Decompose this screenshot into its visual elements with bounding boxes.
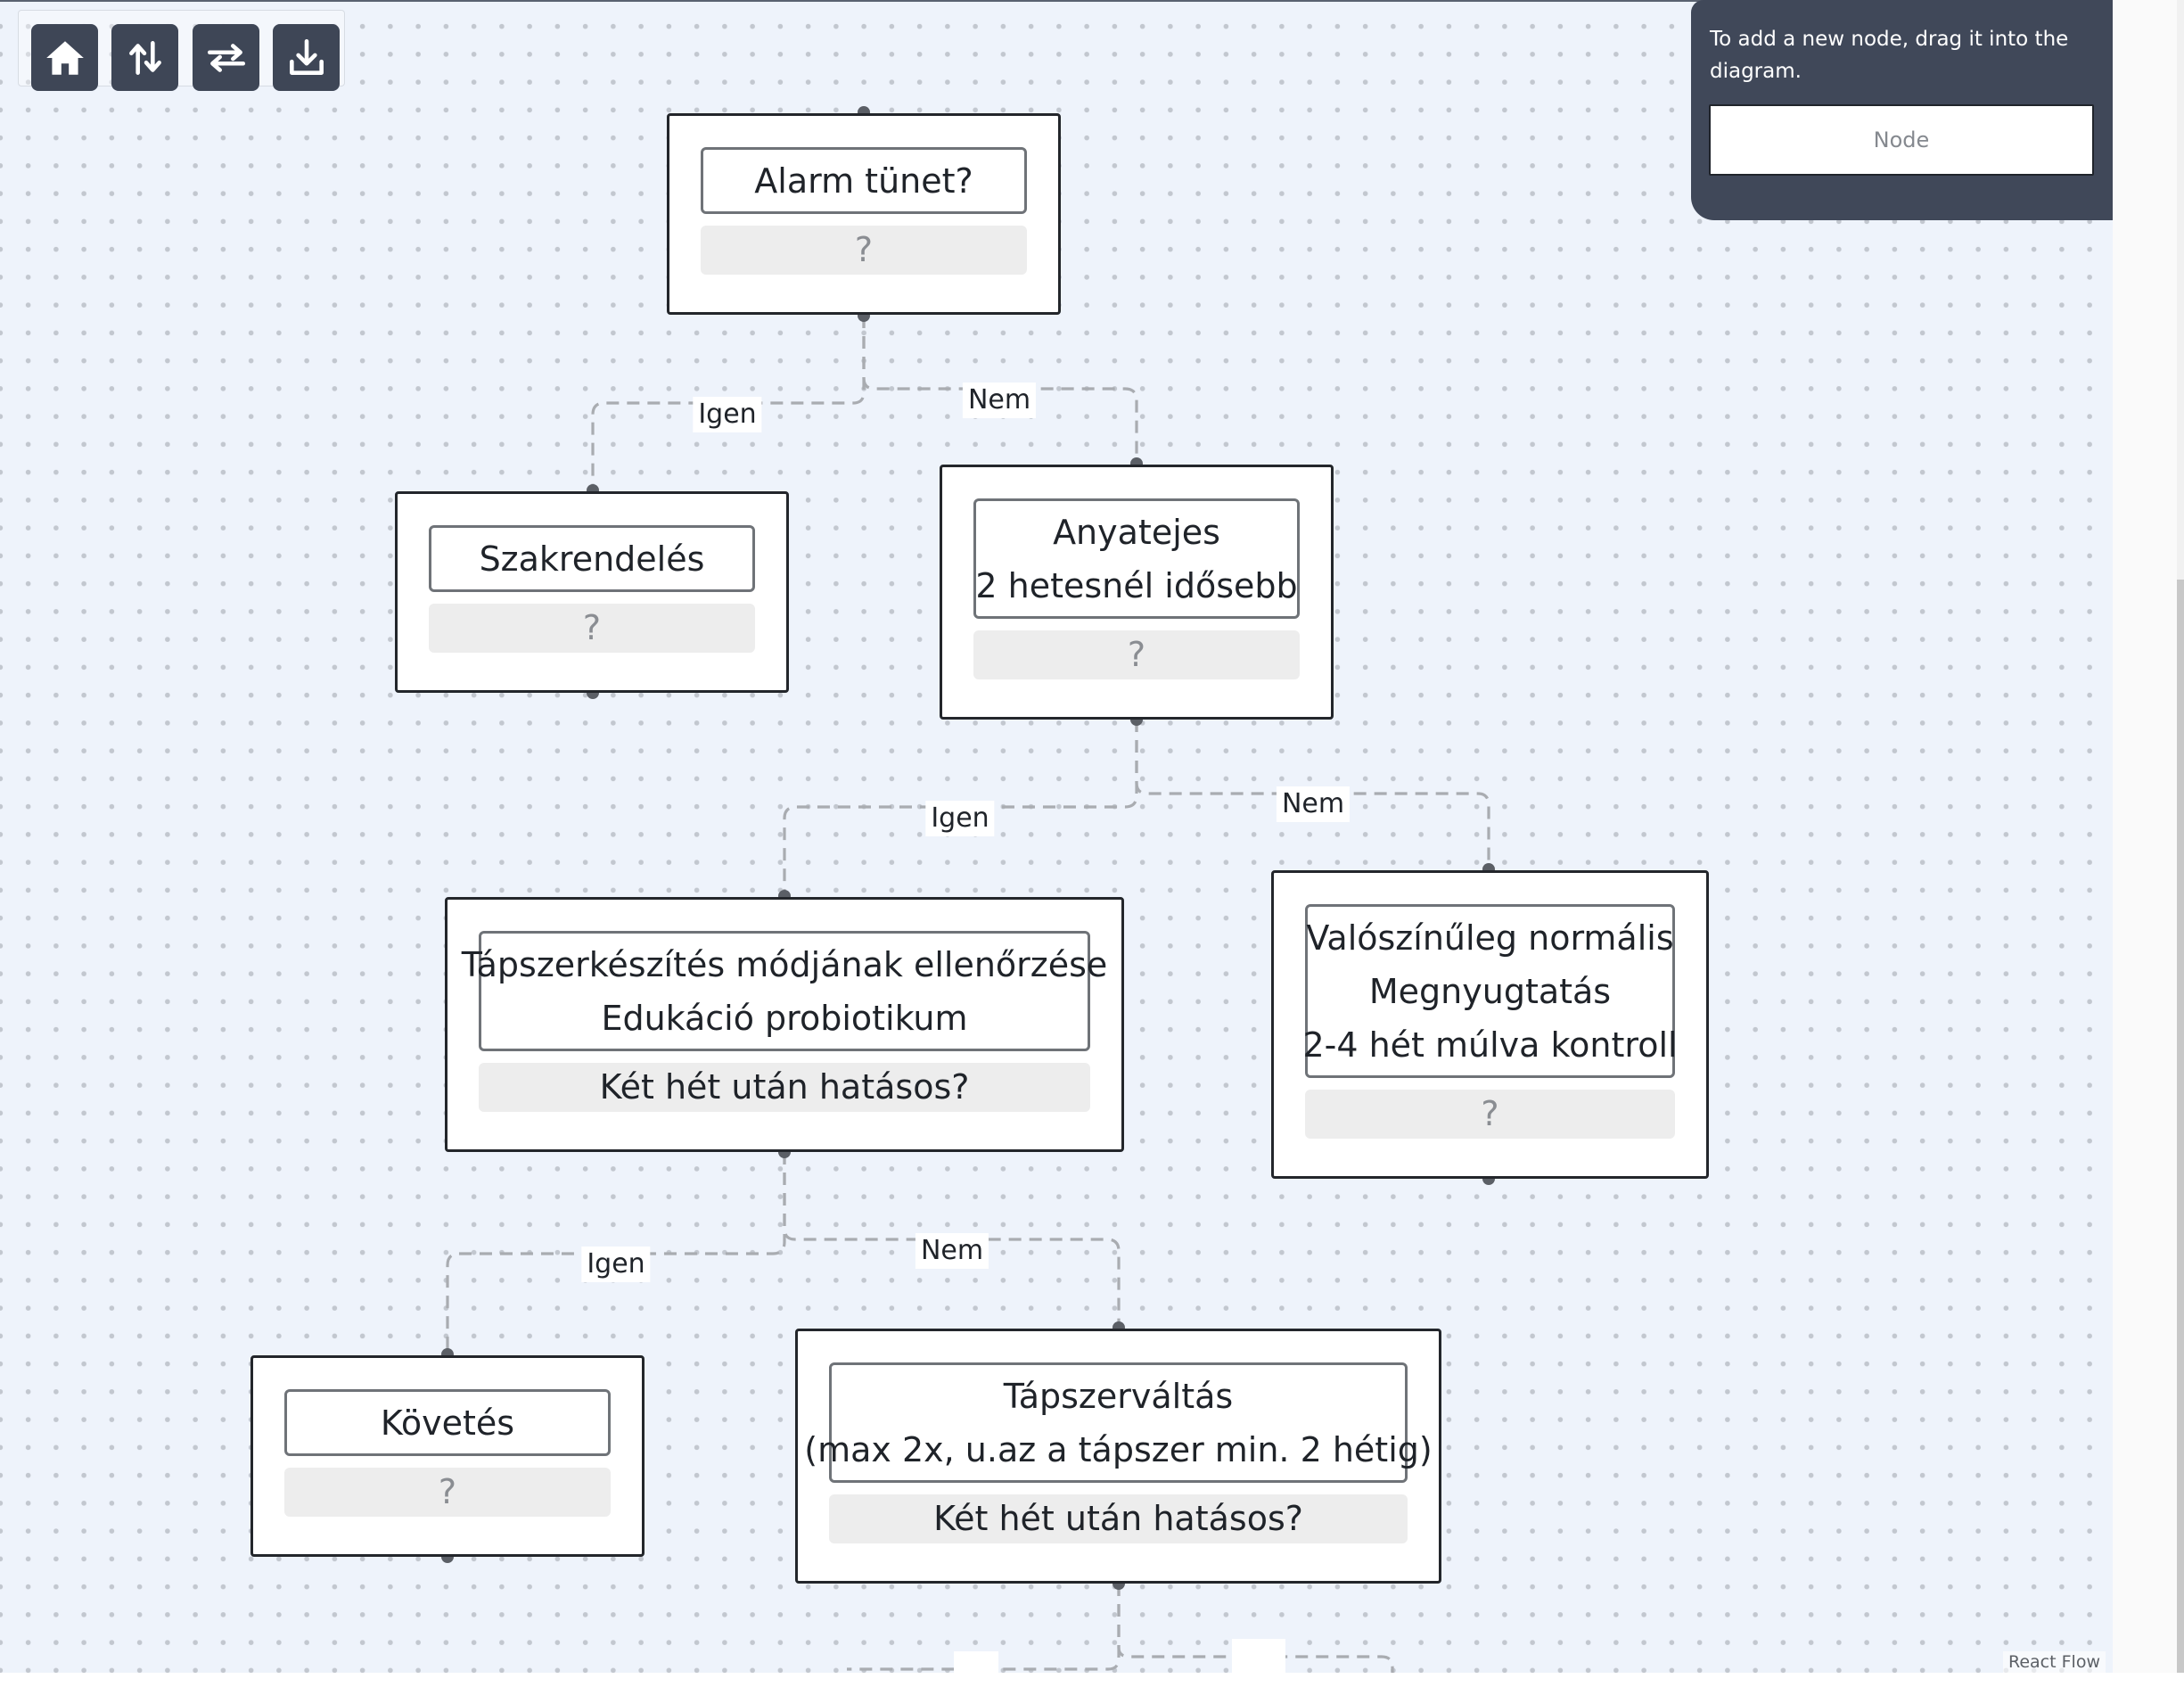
node-subtitle: ? [701, 226, 1027, 275]
right-gutter [2113, 0, 2184, 1673]
node-title: Anyatejes 2 hetesnél idősebb [973, 498, 1300, 619]
node-title-line: Megnyugtatás [1368, 971, 1612, 1011]
edge-label-nem: Nem [915, 1233, 989, 1269]
node-title-line: Szakrendelés [479, 539, 705, 579]
node-alarm-tunet[interactable]: Alarm tünet? ? [667, 113, 1061, 315]
toolbar [18, 10, 345, 91]
node-subtitle: Két hét után hatásos? [479, 1063, 1090, 1112]
edge-label-offscreen [954, 1651, 998, 1687]
sort-vertical-icon [128, 40, 161, 75]
node-subtitle: ? [284, 1468, 611, 1517]
panel-hint: To add a new node, drag it into the diag… [1710, 28, 2069, 83]
node-title: Követés [284, 1389, 611, 1456]
node-title-line: Edukáció probiotikum [601, 998, 968, 1038]
node-tapszerkeszites[interactable]: Tápszerkészítés módjának ellenőrzése Edu… [445, 897, 1124, 1152]
react-flow-attribution[interactable]: React Flow [2003, 1651, 2106, 1673]
node-title-line: 2-4 hét múlva kontroll [1302, 1025, 1678, 1065]
node-title-line: 2 hetesnél idősebb [975, 565, 1298, 605]
node-title: Valószínűleg normális Megnyugtatás 2-4 h… [1302, 904, 1678, 1078]
node-title: Alarm tünet? [701, 147, 1027, 214]
node-title: Tápszerkészítés módjának ellenőrzése Edu… [462, 931, 1107, 1051]
scrollbar-thumb[interactable] [2177, 580, 2184, 1673]
edge-label-igen: Igen [693, 397, 762, 432]
node-kovetes[interactable]: Követés ? [250, 1355, 645, 1557]
node-title-line: Anyatejes [1053, 512, 1220, 552]
node-title-line: Tápszerváltás [1003, 1376, 1234, 1416]
node-title-line: (max 2x, u.az a tápszer min. 2 hétig) [804, 1429, 1433, 1469]
window-top-border [0, 0, 2184, 2]
node-title-line: Követés [380, 1403, 515, 1443]
node-subtitle: ? [429, 604, 755, 653]
horizontal-layout-button[interactable] [193, 24, 259, 91]
node-szakrendeles[interactable]: Szakrendelés ? [395, 491, 789, 693]
node-title-line: Valószínűleg normális [1306, 918, 1674, 958]
home-icon [45, 40, 84, 75]
vertical-layout-button[interactable] [111, 24, 178, 91]
node-title: Szakrendelés [429, 525, 755, 592]
node-title: Tápszerváltás (max 2x, u.az a tápszer mi… [804, 1362, 1433, 1483]
edge-label-igen: Igen [925, 801, 995, 836]
node-title-line: Alarm tünet? [754, 160, 973, 201]
node-subtitle: Két hét után hatásos? [829, 1494, 1408, 1543]
node-subtitle: ? [973, 630, 1300, 679]
node-anyatejes[interactable]: Anyatejes 2 hetesnél idősebb ? [940, 465, 1334, 720]
home-button[interactable] [31, 24, 98, 91]
edge-label-igen: Igen [581, 1247, 651, 1282]
add-node-panel: To add a new node, drag it into the diag… [1691, 0, 2113, 220]
edge-label-nem: Nem [962, 383, 1037, 418]
swap-horizontal-icon [207, 43, 245, 72]
edge-label-nem: Nem [1276, 786, 1351, 822]
node-tapszervaltas[interactable]: Tápszerváltás (max 2x, u.az a tápszer mi… [795, 1329, 1441, 1584]
node-title-line: Tápszerkészítés módjának ellenőrzése [461, 944, 1108, 984]
draggable-node-template[interactable]: Node [1709, 104, 2094, 176]
download-icon [289, 38, 324, 75]
node-valoszinuleg-normalis[interactable]: Valószínűleg normális Megnyugtatás 2-4 h… [1271, 870, 1709, 1179]
download-button[interactable] [273, 24, 340, 91]
node-subtitle: ? [1305, 1090, 1675, 1139]
edge-label-offscreen [1232, 1639, 1285, 1675]
